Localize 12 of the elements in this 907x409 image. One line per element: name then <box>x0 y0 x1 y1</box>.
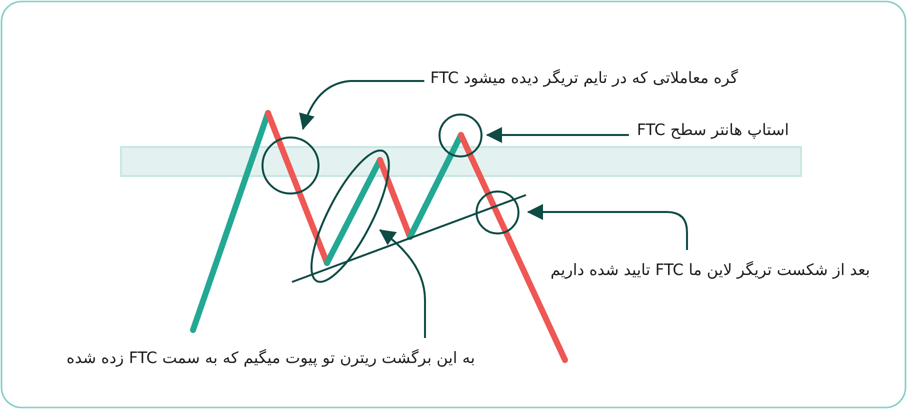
highlight-circle <box>260 136 320 194</box>
leader-arrow <box>527 204 688 250</box>
highlight-circle <box>474 190 520 234</box>
highlight-ellipse <box>310 148 390 284</box>
leader-arrow <box>379 229 426 338</box>
annotation-text: بعد از شکست تریگر لاین ما FTC تایید شده داریم <box>550 260 870 280</box>
annotation-text: به این برگشت ریترن تو پیوت میگیم که به سمت FTC زده شده <box>66 348 475 368</box>
annotation-text: گره معاملاتی که در تایم تریگر دیده میشود FTC <box>430 68 738 88</box>
leader-arrow <box>300 80 424 130</box>
annotation-text: استاپ هانتر سطح FTC <box>636 120 789 140</box>
highlight-circle <box>438 112 482 158</box>
leader-arrow <box>486 127 629 143</box>
